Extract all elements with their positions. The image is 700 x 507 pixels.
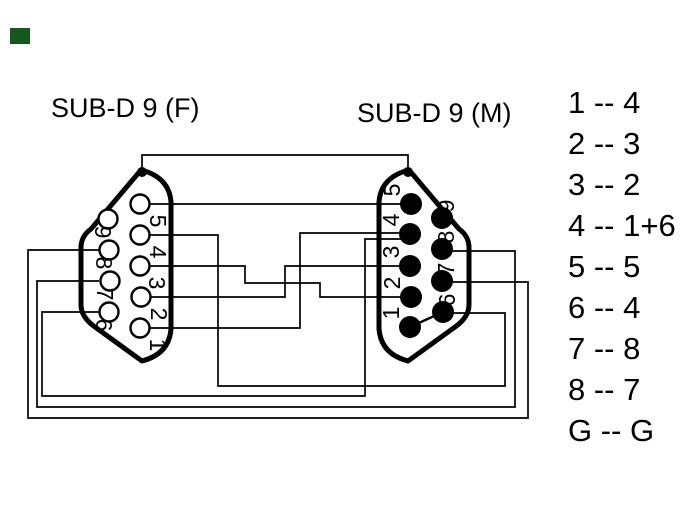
male-connector-shell (376, 167, 472, 364)
brand-mark (10, 28, 30, 44)
wire-3-2 (150, 265, 410, 298)
pin-female-1 (129, 317, 151, 339)
pin-male-8 (431, 238, 453, 260)
pin-male-2 (400, 286, 422, 308)
pin-female-5 (129, 193, 151, 215)
pin-label-female-9: 9 (90, 226, 116, 239)
pin-label-female-8: 8 (91, 257, 117, 270)
pin-label-male-7: 7 (433, 263, 459, 276)
pin-male-4 (399, 223, 421, 245)
pin-female-9 (97, 208, 119, 230)
pin-label-female-1: 1 (145, 339, 171, 352)
pin-label-male-3: 3 (378, 246, 404, 259)
pin-male-5 (400, 193, 422, 215)
male-connector-title: SUB-D 9 (M) (357, 98, 512, 128)
pin-male-6 (432, 301, 454, 323)
pin-label-male-8: 8 (433, 231, 459, 244)
wire-4-1+6 (150, 234, 506, 387)
pin-female-6 (98, 301, 120, 323)
pin-female-3 (129, 255, 151, 277)
pin-male-7 (431, 270, 453, 292)
pin-label-female-7: 7 (92, 288, 118, 301)
wire-8-7 (27, 249, 529, 419)
pin-label-male-6: 6 (434, 294, 460, 307)
pin-label-female-2: 2 (146, 308, 172, 321)
pin-male-3 (399, 255, 421, 277)
wire-7-8 (36, 250, 516, 408)
pin-label-male-9: 9 (433, 200, 459, 213)
pin-label-female-4: 4 (145, 246, 171, 259)
pin-female-4 (129, 224, 151, 246)
wire-6-4 (41, 238, 410, 397)
pin-female-7 (99, 270, 121, 292)
wire-1-4 (150, 232, 410, 329)
pin-male-9 (431, 207, 453, 229)
female-connector-shell (78, 167, 174, 364)
female-connector-title: SUB-D 9 (F) (51, 93, 200, 123)
pin-label-female-6: 6 (91, 319, 117, 332)
pin-label-female-3: 3 (144, 277, 170, 290)
pin-label-male-4: 4 (378, 213, 404, 226)
pin-female-8 (98, 239, 120, 261)
wire-2-3 (150, 265, 410, 298)
pin-label-female-5: 5 (145, 215, 171, 228)
pin-male-1 (399, 316, 421, 338)
ground-dot-male (403, 167, 413, 177)
ground-dot-female (137, 167, 147, 177)
pin-label-male-1: 1 (378, 307, 404, 320)
pin-female-2 (130, 286, 152, 308)
wire-g-g (141, 154, 409, 171)
pin-label-male-5: 5 (379, 184, 405, 197)
pin-label-male-2: 2 (379, 277, 405, 290)
